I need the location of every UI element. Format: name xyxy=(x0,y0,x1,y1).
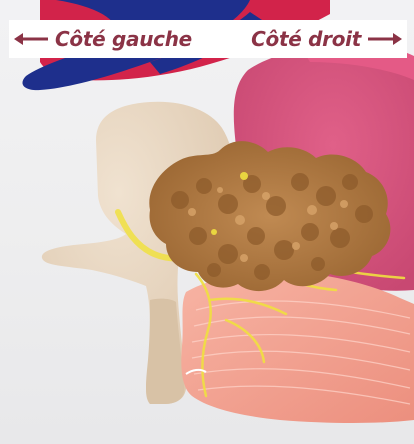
right-side-label: Côté droit xyxy=(251,20,403,58)
left-side-label-text: Côté gauche xyxy=(55,27,192,51)
brown-tumor-cluster xyxy=(149,141,390,291)
muscle-mass-shape xyxy=(181,272,414,423)
arrow-right-icon xyxy=(367,32,403,46)
right-side-label-text: Côté droit xyxy=(251,27,361,51)
side-label-banner: Côté gauche Côté droit xyxy=(9,20,407,58)
left-side-label: Côté gauche xyxy=(13,20,192,58)
arrow-left-icon xyxy=(13,32,49,46)
